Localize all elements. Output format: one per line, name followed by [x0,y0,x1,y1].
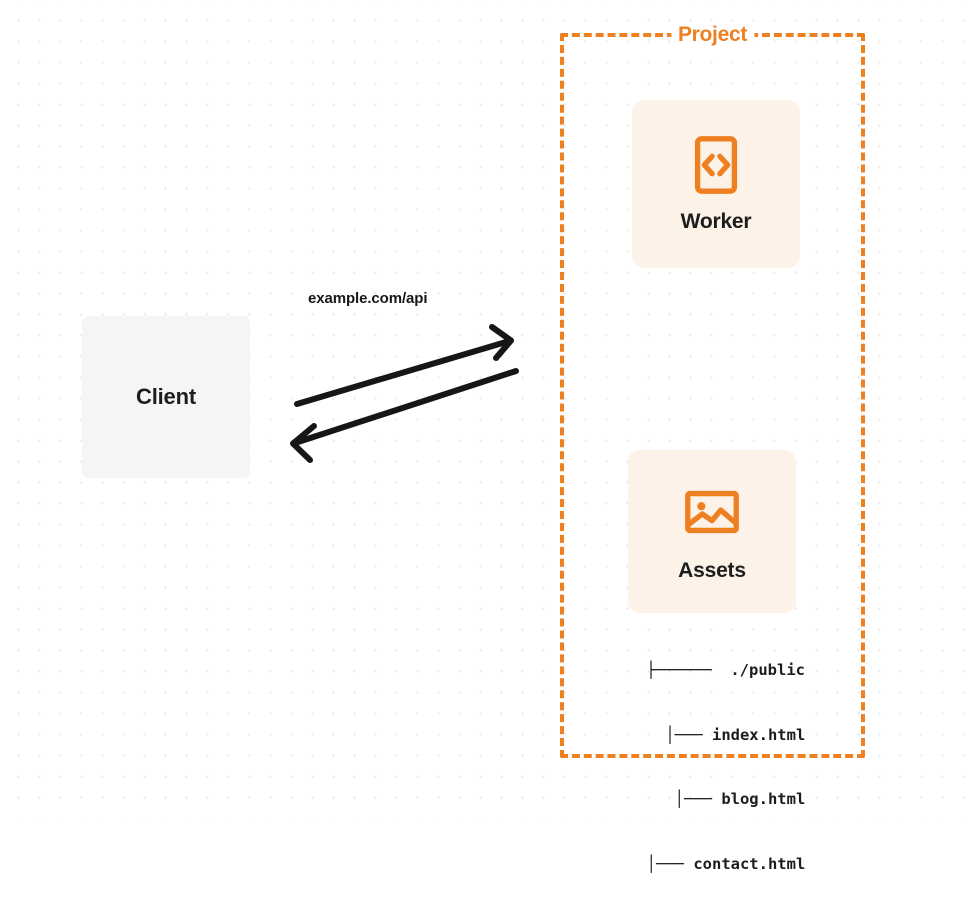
file-tree-row: │─── index.html [600,725,806,744]
code-brackets-icon [694,136,738,194]
file-tree-row: │─── contact.html [600,854,806,873]
client-node-label: Client [136,384,196,409]
project-title: Project [670,23,755,47]
project-container: Project [560,23,865,758]
worker-card-label: Worker [680,210,752,233]
request-arrow [294,324,514,407]
client-node[interactable]: Client [82,316,250,478]
diagram-canvas: Client example.com/api Project Worker [0,0,980,873]
assets-card[interactable]: Assets [628,450,796,613]
worker-card[interactable]: Worker [632,100,800,268]
file-tree-row: ├────── ./public [646,661,805,679]
connector-arrows [290,324,519,463]
asset-file-tree: ├────── ./public │─── index.html │─── bl… [600,617,805,918]
connector-label: example.com/api [308,290,428,307]
image-icon [685,490,739,533]
response-arrow [290,368,519,463]
assets-card-label: Assets [678,558,746,582]
file-tree-row: │─── blog.html [600,790,806,808]
